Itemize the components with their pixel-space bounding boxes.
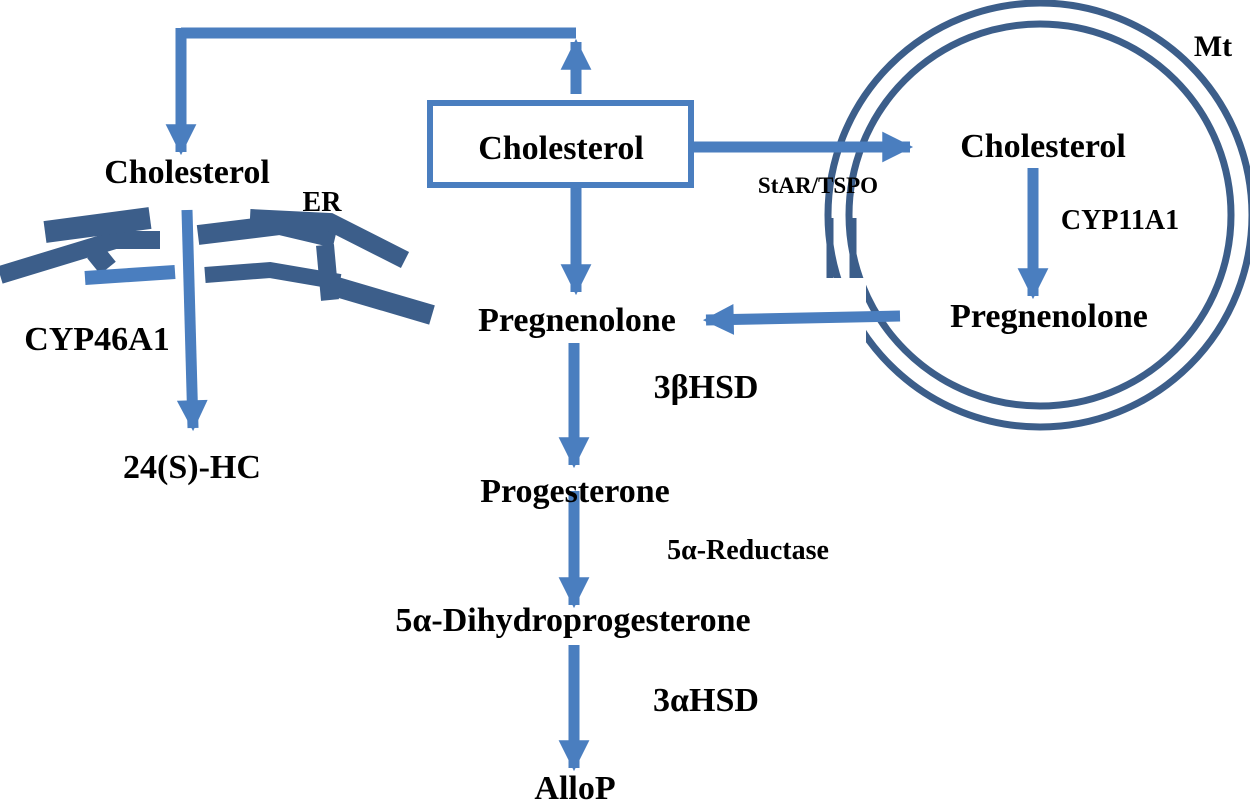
er-stroke (249, 209, 410, 269)
er-stroke (204, 261, 342, 290)
label-allop: AlloP (534, 770, 615, 803)
label-pregnenolone-mito: Pregnenolone (950, 298, 1148, 335)
er-stroke (87, 245, 116, 275)
label-cholesterol-er: Cholesterol (104, 154, 270, 191)
label-3a-hsd: 3αHSD (653, 682, 759, 719)
label-pregnenolone: Pregnenolone (478, 302, 676, 339)
er-stroke (0, 231, 160, 284)
endoplasmic-reticulum (0, 207, 435, 325)
er-stroke (327, 275, 435, 325)
label-5a-dihydroprogesterone: 5α-Dihydroprogesterone (395, 602, 750, 639)
label-3b-hsd: 3βHSD (654, 369, 759, 406)
label-5a-reductase: 5α-Reductase (667, 535, 829, 566)
label-cyp46a1: CYP46A1 (24, 321, 169, 358)
label-mitochondrion: Mt (1194, 30, 1232, 63)
mitochondrion-inner-membrane (845, 20, 1235, 410)
label-cholesterol-mito: Cholesterol (960, 128, 1126, 165)
cholesterol-box (427, 100, 694, 188)
label-24s-hc: 24(S)-HC (123, 449, 261, 486)
mitochondrion (816, 0, 1250, 431)
label-progesterone: Progesterone (480, 473, 669, 510)
membrane-gap (816, 278, 866, 342)
label-er: ER (303, 187, 343, 218)
label-cholesterol-center: Cholesterol (478, 130, 644, 167)
mitochondrion-outer-membrane (824, 0, 1250, 431)
label-cyp11a1: CYP11A1 (1061, 205, 1179, 236)
arrow-mito-pregnenolone-out (702, 304, 901, 335)
transport-loop (165, 27, 592, 156)
er-stroke (84, 265, 176, 285)
label-star-tspo: StAR/TSPO (758, 173, 878, 198)
arrow-cyp46a1 (176, 209, 208, 432)
er-stroke (43, 207, 152, 243)
